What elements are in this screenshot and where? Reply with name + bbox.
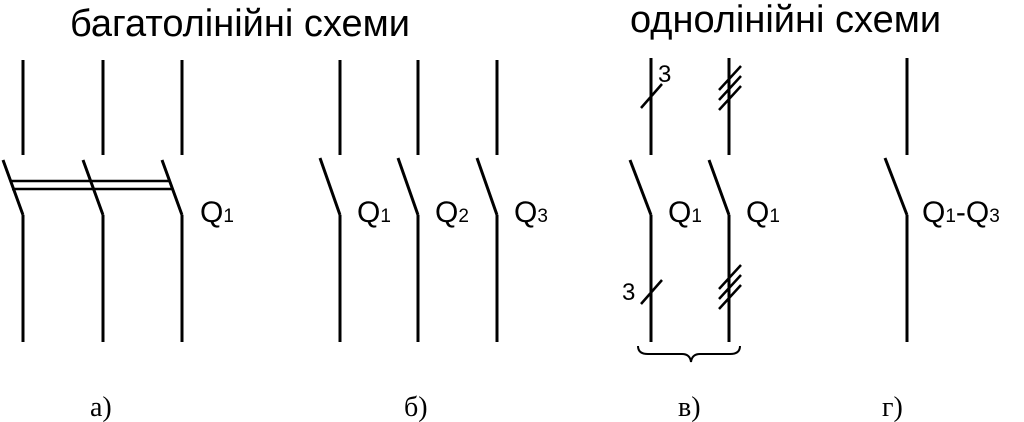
blade-3 (475, 157, 499, 216)
switch-label-q1: Q1 (357, 196, 391, 229)
count-tick-top-left (640, 83, 663, 109)
panel-a: Q1 а) (1, 60, 234, 422)
blade-2 (396, 157, 420, 216)
panel-c: 3 3 Q1 Q1 в) (622, 58, 780, 422)
tick-top-1 (718, 65, 742, 91)
title-multiline: багатолінійні схеми (70, 3, 410, 45)
blade (883, 157, 909, 216)
tick-bottom-2 (718, 274, 742, 300)
caption-d: г) (882, 392, 903, 422)
caption-b: б) (404, 392, 428, 422)
switch-label-q2: Q2 (435, 196, 469, 229)
panel-d: Q1-Q3 г) (882, 58, 1000, 422)
blade-1 (318, 157, 342, 216)
wire-count-top: 3 (658, 61, 671, 88)
tick-bottom-1 (718, 264, 742, 290)
blade-2 (81, 159, 105, 216)
caption-c: в) (678, 392, 701, 422)
switch-label-q1-q3: Q1-Q3 (922, 196, 1000, 229)
grouping-brace (637, 345, 741, 363)
switch-label-q3: Q3 (514, 196, 548, 229)
switch-label-q1-right: Q1 (746, 196, 780, 229)
caption-a: а) (90, 392, 112, 422)
blade-right (707, 159, 731, 216)
count-tick-bottom-left (640, 279, 663, 305)
tick-top-3 (718, 85, 742, 111)
title-singleline: однолінійні схеми (630, 0, 941, 41)
blade-3 (160, 159, 184, 216)
tick-top-2 (718, 75, 742, 101)
switch-label-q1: Q1 (200, 196, 234, 229)
blade-left (628, 159, 653, 216)
tick-bottom-3 (718, 284, 742, 310)
wire-count-bottom: 3 (622, 279, 635, 306)
panel-b: Q1 Q2 Q3 б) (318, 60, 548, 422)
switch-label-q1-left: Q1 (668, 196, 702, 229)
blade-1 (1, 159, 25, 216)
